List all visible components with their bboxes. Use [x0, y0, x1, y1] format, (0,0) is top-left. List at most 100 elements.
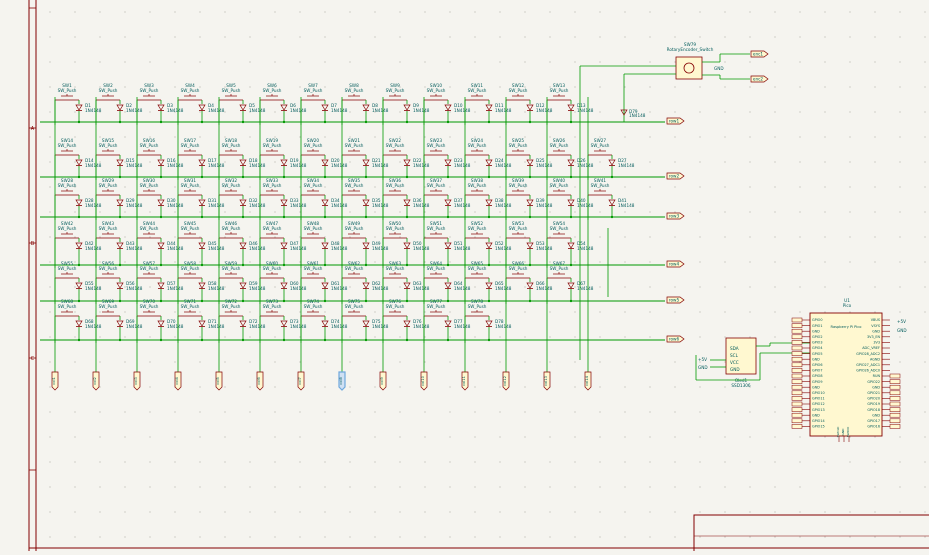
- row-net-label[interactable]: row4: [666, 260, 685, 268]
- column-label-text[interactable]: col14: [585, 375, 589, 385]
- mcu-right-pin-label[interactable]: [889, 396, 901, 401]
- diode-ref[interactable]: D36: [413, 198, 422, 203]
- switch-ref[interactable]: SW1: [62, 83, 72, 88]
- mcu-left-pin-label[interactable]: [791, 396, 803, 401]
- diode-ref[interactable]: D10: [454, 103, 463, 108]
- diode-ref[interactable]: D26: [577, 158, 586, 163]
- switch-ref[interactable]: SW37: [430, 178, 442, 183]
- diode-ref[interactable]: D22: [413, 158, 422, 163]
- switch-ref[interactable]: SW16: [143, 138, 155, 143]
- encoder-ref[interactable]: SW79: [684, 42, 696, 47]
- switch-ref[interactable]: SW64: [430, 261, 442, 266]
- diode-ref[interactable]: D43: [126, 241, 135, 246]
- column-label-text[interactable]: col5: [216, 377, 220, 384]
- diode-ref[interactable]: D17: [208, 158, 217, 163]
- switch-ref[interactable]: SW62: [348, 261, 360, 266]
- mcu-right-pin-label[interactable]: [889, 373, 901, 379]
- diode-ref[interactable]: D71: [208, 319, 217, 324]
- switch-ref[interactable]: SW66: [512, 261, 524, 266]
- diode-ref[interactable]: D53: [536, 241, 545, 246]
- diode-ref[interactable]: D67: [577, 281, 586, 286]
- diode-ref[interactable]: D44: [167, 241, 176, 246]
- mcu-left-pin-label[interactable]: [791, 368, 803, 373]
- diode-ref[interactable]: D52: [495, 241, 504, 246]
- diode-ref[interactable]: D56: [126, 281, 135, 286]
- column-net[interactable]: col8: [338, 97, 346, 391]
- switch-ref[interactable]: SW6: [267, 83, 277, 88]
- switch-ref[interactable]: SW28: [61, 178, 73, 183]
- switch-ref[interactable]: SW70: [143, 299, 155, 304]
- switch-ref[interactable]: SW77: [430, 299, 442, 304]
- column-net[interactable]: col13: [543, 97, 551, 391]
- switch-ref[interactable]: SW23: [430, 138, 442, 143]
- switch-ref[interactable]: SW14: [61, 138, 73, 143]
- diode-ref[interactable]: D78: [495, 319, 504, 324]
- diode-ref[interactable]: D48: [331, 241, 340, 246]
- diode-ref[interactable]: D68: [85, 319, 94, 324]
- diode-ref[interactable]: D51: [454, 241, 463, 246]
- diode-ref[interactable]: D5: [249, 103, 255, 108]
- switch-ref[interactable]: SW32: [225, 178, 237, 183]
- column-net[interactable]: col10: [420, 97, 428, 391]
- row-label-text[interactable]: row1: [669, 119, 680, 124]
- column-net[interactable]: col3: [133, 97, 141, 391]
- switch-ref[interactable]: SW15: [102, 138, 114, 143]
- diode-ref[interactable]: D3: [167, 103, 173, 108]
- switch-ref[interactable]: SW49: [348, 221, 360, 226]
- row-label-text[interactable]: row2: [669, 174, 680, 179]
- diode-ref[interactable]: D73: [290, 319, 299, 324]
- mcu-left-pin-label[interactable]: [791, 334, 803, 340]
- switch-ref[interactable]: SW39: [512, 178, 524, 183]
- switch-ref[interactable]: SW27: [594, 138, 606, 143]
- switch-ref[interactable]: SW25: [512, 138, 524, 143]
- switch-ref[interactable]: SW71: [184, 299, 196, 304]
- diode-ref[interactable]: D65: [495, 281, 504, 286]
- row-label-text[interactable]: row6: [669, 337, 680, 342]
- switch-ref[interactable]: SW12: [512, 83, 524, 88]
- diode-ref[interactable]: D25: [536, 158, 545, 163]
- switch-ref[interactable]: SW75: [348, 299, 360, 304]
- column-net[interactable]: col11: [461, 97, 469, 391]
- encoder-net-label[interactable]: enc1: [753, 52, 764, 57]
- matrix-row-3[interactable]: SW28SW_PushD281N4148SW29SW_PushD291N4148…: [40, 178, 685, 220]
- mcu-right-pin-label[interactable]: [889, 412, 901, 418]
- switch-ref[interactable]: SW78: [471, 299, 483, 304]
- switch-ref[interactable]: SW21: [348, 138, 360, 143]
- column-label-text[interactable]: col3: [134, 377, 138, 384]
- switch-ref[interactable]: SW73: [266, 299, 278, 304]
- mcu-left-pin-label[interactable]: [791, 412, 803, 418]
- row-net-label[interactable]: row2: [666, 172, 685, 180]
- column-label-text[interactable]: col7: [298, 377, 302, 384]
- column-label-text[interactable]: col2: [93, 377, 97, 384]
- diode-ref[interactable]: D50: [413, 241, 422, 246]
- mcu-left-pin-label[interactable]: [791, 401, 803, 407]
- diode-ref[interactable]: D62: [372, 281, 381, 286]
- diode-ref[interactable]: D2: [126, 103, 132, 108]
- switch-ref[interactable]: SW76: [389, 299, 401, 304]
- diode-ref[interactable]: D58: [208, 281, 217, 286]
